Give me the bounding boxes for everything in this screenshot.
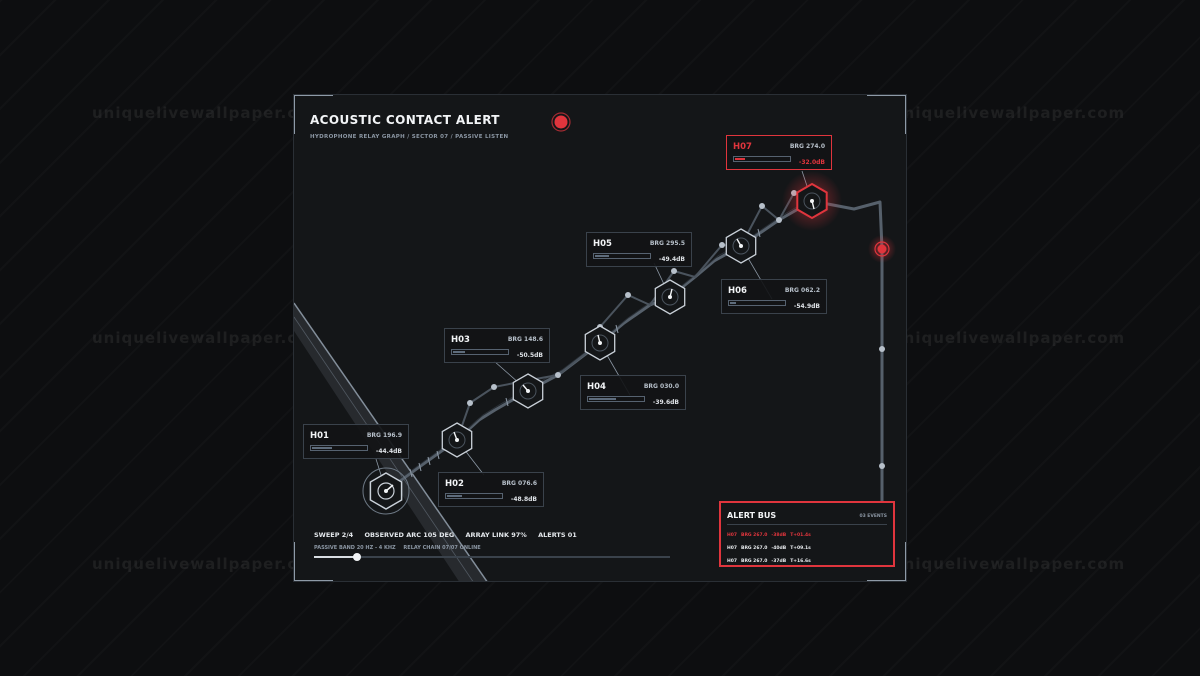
alert-node: H07 xyxy=(727,533,738,538)
stat-band: PASSIVE BAND 20 HZ - 4 KHZ xyxy=(314,545,396,551)
node-bearing: BRG 076.6 xyxy=(501,480,537,487)
node-level-db: -32.0dB xyxy=(798,159,825,166)
node-h07-icon[interactable] xyxy=(782,171,842,231)
node-level-bar xyxy=(445,493,503,499)
node-id: H02 xyxy=(445,479,464,489)
alert-bearing: BRG 267.0 xyxy=(741,559,768,564)
sweep-slider-thumb[interactable] xyxy=(352,553,361,561)
node-bearing: BRG 196.9 xyxy=(366,432,402,439)
stat-sweep: SWEEP 2/4 xyxy=(314,531,354,539)
node-h04-icon[interactable] xyxy=(584,325,616,361)
node-id: H05 xyxy=(593,239,612,249)
stat-array-link: ARRAY LINK 97% xyxy=(465,531,527,539)
alert-node: H07 xyxy=(727,559,738,564)
node-card-h05[interactable]: H05 BRG 295.5 -49.4dB xyxy=(586,232,692,267)
alert-bearing: BRG 267.0 xyxy=(741,546,768,551)
node-id: H01 xyxy=(310,431,329,441)
page-title: ACOUSTIC CONTACT ALERT xyxy=(310,113,500,127)
node-bearing: BRG 062.2 xyxy=(784,287,820,294)
watermark-top-right: uniquelivewallpaper.com xyxy=(892,104,1126,122)
alert-panel: ACOUSTIC CONTACT ALERT HYDROPHONE RELAY … xyxy=(293,94,907,582)
watermark-mid-right: uniquelivewallpaper.com xyxy=(892,329,1126,347)
node-card-h03[interactable]: H03 BRG 148.6 -50.5dB xyxy=(444,328,550,363)
node-level-fill xyxy=(730,302,737,304)
alert-bus-title: ALERT BUS xyxy=(727,511,777,520)
node-level-fill xyxy=(447,495,462,497)
watermark-bottom-right: uniquelivewallpaper.com xyxy=(892,555,1126,573)
node-card-h04[interactable]: H04 BRG 030.0 -39.6dB xyxy=(580,375,686,410)
node-bearing: BRG 148.6 xyxy=(507,336,543,343)
alert-level: -40dB xyxy=(771,546,787,551)
node-level-fill xyxy=(453,351,465,353)
node-level-db: -54.9dB xyxy=(793,303,820,310)
sweep-slider-fill xyxy=(314,556,357,558)
node-level-db: -44.4dB xyxy=(375,448,402,455)
watermark-mid-left: uniquelivewallpaper.com xyxy=(92,329,326,347)
node-id: H04 xyxy=(587,382,606,392)
node-level-db: -50.5dB xyxy=(516,352,543,359)
node-h06-icon[interactable] xyxy=(725,228,757,264)
alert-node: H07 xyxy=(727,546,738,551)
node-level-db: -48.8dB xyxy=(510,496,537,503)
node-bearing: BRG 030.0 xyxy=(643,383,679,390)
node-level-fill xyxy=(735,158,746,160)
stat-relay-chain: RELAY CHAIN 07/07 ONLINE xyxy=(403,545,481,551)
watermark-top-left: uniquelivewallpaper.com xyxy=(92,104,326,122)
node-level-bar xyxy=(728,300,786,306)
node-level-db: -49.4dB xyxy=(658,256,685,263)
node-level-fill xyxy=(595,255,609,257)
watermark-bottom-left: uniquelivewallpaper.com xyxy=(92,555,326,573)
alert-bus-count: 03 EVENTS xyxy=(859,514,887,519)
node-level-fill xyxy=(312,447,333,449)
node-h05-icon[interactable] xyxy=(654,279,686,315)
node-level-bar xyxy=(593,253,651,259)
node-level-bar xyxy=(587,396,645,402)
alert-time: T+09.1s xyxy=(790,546,811,551)
alert-level: -37dB xyxy=(771,559,787,564)
alert-level: -38dB xyxy=(771,533,787,538)
page-subtitle: HYDROPHONE RELAY GRAPH / SECTOR 07 / PAS… xyxy=(310,134,509,140)
alert-time: T+16.6s xyxy=(790,559,811,564)
node-card-h07[interactable]: H07 BRG 274.0 -32.0dB xyxy=(726,135,832,170)
node-card-h01[interactable]: H01 BRG 196.9 -44.4dB xyxy=(303,424,409,459)
relay-alert-dot-icon xyxy=(868,235,896,263)
node-card-h02[interactable]: H02 BRG 076.6 -48.8dB xyxy=(438,472,544,507)
alert-bearing: BRG 267.0 xyxy=(741,533,768,538)
node-bearing: BRG 295.5 xyxy=(649,240,685,247)
status-dot-icon xyxy=(551,112,571,132)
frame-corner-top-right xyxy=(867,95,906,134)
stat-alerts: ALERTS 01 xyxy=(538,531,577,539)
node-id: H07 xyxy=(733,142,752,152)
sweep-stats: SWEEP 2/4 OBSERVED ARC 105 DEG ARRAY LIN… xyxy=(314,531,586,539)
node-level-fill xyxy=(589,398,617,400)
sweep-slider[interactable] xyxy=(314,553,670,561)
node-id: H03 xyxy=(451,335,470,345)
frame-corner-top-left xyxy=(294,95,333,134)
frame-corner-bottom-left xyxy=(294,542,333,581)
alert-time: T+01.4s xyxy=(790,533,811,538)
node-id: H06 xyxy=(728,286,747,296)
sweep-substats: PASSIVE BAND 20 HZ - 4 KHZ RELAY CHAIN 0… xyxy=(314,545,487,551)
node-level-bar xyxy=(733,156,791,162)
node-level-bar xyxy=(310,445,368,451)
node-level-db: -39.6dB xyxy=(652,399,679,406)
alert-bus-divider xyxy=(727,524,887,525)
node-level-bar xyxy=(451,349,509,355)
node-h03-icon[interactable] xyxy=(512,373,544,409)
node-h01-icon[interactable] xyxy=(362,467,410,515)
node-card-h06[interactable]: H06 BRG 062.2 -54.9dB xyxy=(721,279,827,314)
stat-arc: OBSERVED ARC 105 DEG xyxy=(364,531,455,539)
node-bearing: BRG 274.0 xyxy=(789,143,825,150)
node-h02-icon[interactable] xyxy=(441,422,473,458)
frame-corner-bottom-right xyxy=(867,542,906,581)
